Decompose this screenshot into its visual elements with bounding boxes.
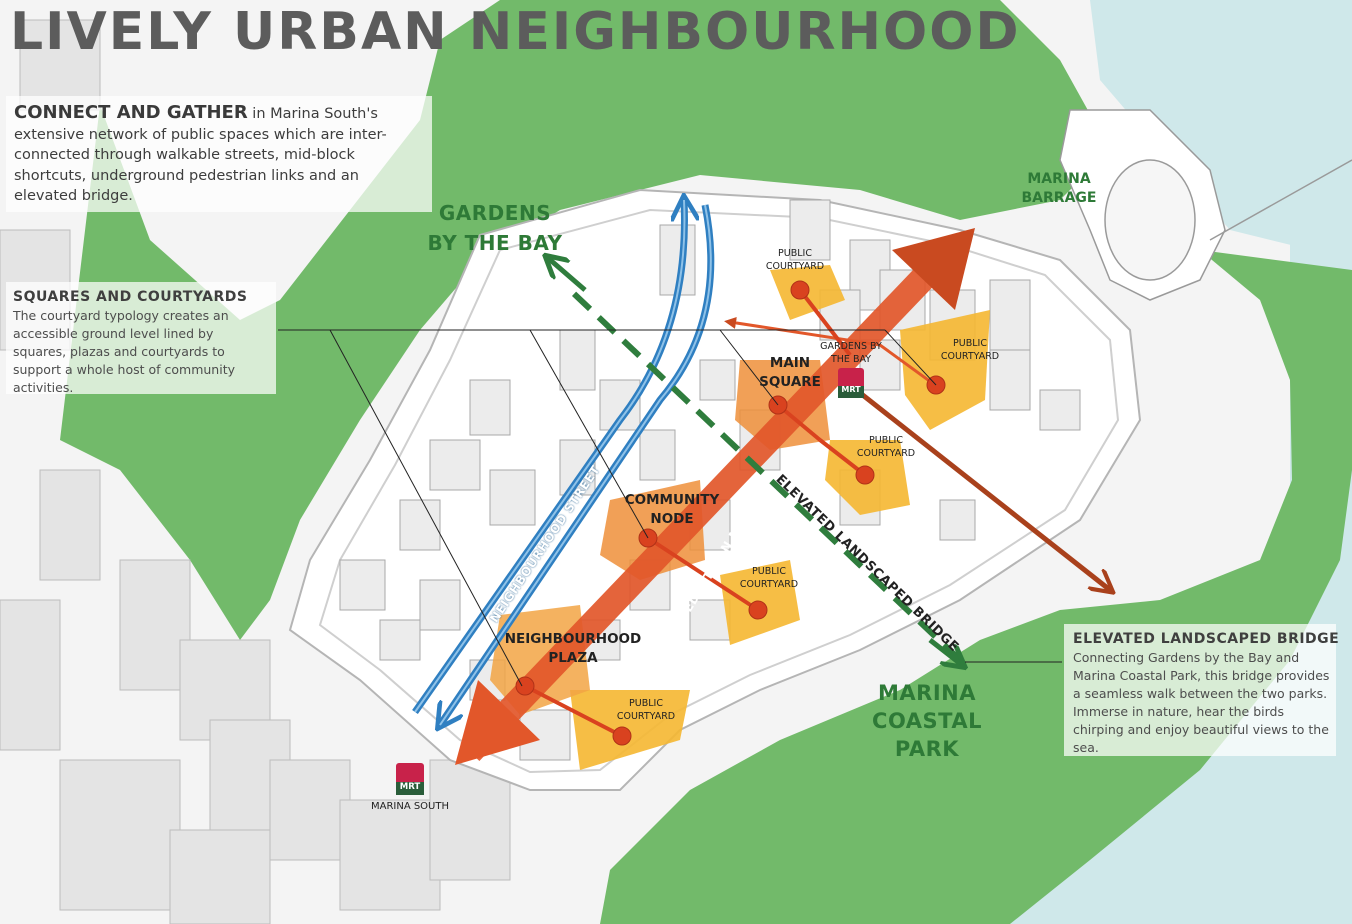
gardens-label-line-2: BY THE BAY — [427, 231, 563, 255]
neighbourhood-street-arrow-2-inner — [439, 204, 712, 726]
courtyard-5-line-1: PUBLIC — [629, 698, 663, 709]
squares-panel — [6, 282, 276, 394]
gardens-by-the-bay-label: GARDENS BY THE BAY — [420, 198, 570, 258]
gardens-station-line-2: THE BAY — [830, 354, 872, 365]
plaza-line-1: NEIGHBOURHOOD — [504, 631, 642, 647]
intro-body: in Marina South's extensive network of p… — [14, 106, 387, 204]
node-links — [524, 288, 867, 737]
intro-lead: CONNECT AND GATHER — [14, 102, 248, 123]
plaza-line-2: PLAZA — [548, 650, 598, 666]
neighbourhood-street-arrow-1-inner — [414, 199, 686, 713]
courtyard-2-line-2: COURTYARD — [940, 351, 1000, 362]
intro-text: CONNECT AND GATHER in Marina South's ext… — [14, 102, 414, 207]
courtyard-4-line-2: COURTYARD — [739, 579, 799, 590]
gardens-by-the-bay-park — [60, 0, 1110, 640]
barrage-label-line-1: MARINA — [1027, 171, 1091, 187]
marina-south-station-label: MARINA SOUTH — [370, 801, 450, 812]
page-title: LIVELY URBAN NEIGHBOURHOOD — [10, 2, 1021, 62]
main-square-line-1: MAIN — [769, 355, 811, 371]
marina-barrage-label: MARINA BARRAGE — [1014, 170, 1104, 208]
squares-text: The courtyard typology creates an access… — [13, 308, 235, 395]
gardens-station-line-1: GARDENS BY — [820, 341, 882, 352]
courtyard-3-line-1: PUBLIC — [869, 435, 903, 446]
marina-coastal-park-label: MARINA COASTAL PARK — [862, 679, 992, 763]
squares-heading: SQUARES AND COURTYARDS — [13, 289, 248, 305]
elevated-bridge-arrow-north — [548, 258, 587, 292]
coastal-label-line-2: COASTAL — [872, 709, 982, 733]
gardens-label-line-1: GARDENS — [438, 201, 552, 225]
coastal-label-line-1: MARINA — [878, 681, 976, 705]
courtyard-4-line-1: PUBLIC — [752, 566, 786, 577]
public-courtyard-label-1: PUBLIC COURTYARD — [755, 247, 835, 273]
intro-panel — [6, 96, 432, 212]
mrt-badge-gardens-text: MRT — [841, 385, 861, 394]
pedestrian-mall-head-top — [892, 228, 975, 310]
elevated-bridge-path — [567, 287, 963, 663]
barrage-label-line-2: BARRAGE — [1021, 190, 1097, 206]
gardens-station-label: GARDENS BY THE BAY — [806, 340, 896, 366]
public-courtyard-label-4: PUBLIC COURTYARD — [729, 565, 809, 591]
link-arrow-coastal — [848, 383, 1110, 590]
courtyard-3-line-2: COURTYARD — [856, 448, 916, 459]
pedestrian-mall-head-bottom — [455, 680, 540, 765]
mrt-badge-gardens — [838, 368, 864, 398]
main-square-label: MAIN SQUARE — [740, 354, 840, 392]
community-line-1: COMMUNITY — [624, 492, 720, 508]
public-courtyard-label-5: PUBLIC COURTYARD — [606, 697, 686, 723]
community-line-2: NODE — [650, 511, 694, 527]
leader-lines — [278, 329, 1062, 687]
community-node-label: COMMUNITY NODE — [612, 491, 732, 529]
neighbourhood-plaza-label: NEIGHBOURHOOD PLAZA — [500, 630, 646, 668]
bridge-note-heading: ELEVATED LANDSCAPED BRIDGE — [1073, 631, 1340, 647]
pedestrian-mall-arrow — [460, 239, 962, 761]
site-ring-road — [318, 208, 1120, 774]
courtyard-5-line-2: COURTYARD — [616, 711, 676, 722]
courtyard-1-line-1: PUBLIC — [778, 248, 812, 259]
bridge-note-text: Connecting Gardens by the Bay and Marina… — [1073, 650, 1330, 755]
marina-barrage-building — [1059, 109, 1352, 301]
courtyard-1-line-2: COURTYARD — [765, 261, 825, 272]
elevated-bridge-arrow-south — [928, 638, 962, 665]
mrt-badge-marina-south — [396, 763, 424, 795]
mrt-badge-marina-south-text: MRT — [399, 782, 421, 792]
public-courtyard-label-3: PUBLIC COURTYARD — [846, 434, 926, 460]
courtyard-2-line-1: PUBLIC — [953, 338, 987, 349]
main-square-line-2: SQUARE — [759, 374, 821, 390]
bridge-note-panel — [1064, 624, 1336, 756]
coastal-label-line-3: PARK — [894, 737, 960, 761]
public-courtyard-label-2: PUBLIC COURTYARD — [928, 337, 1012, 363]
